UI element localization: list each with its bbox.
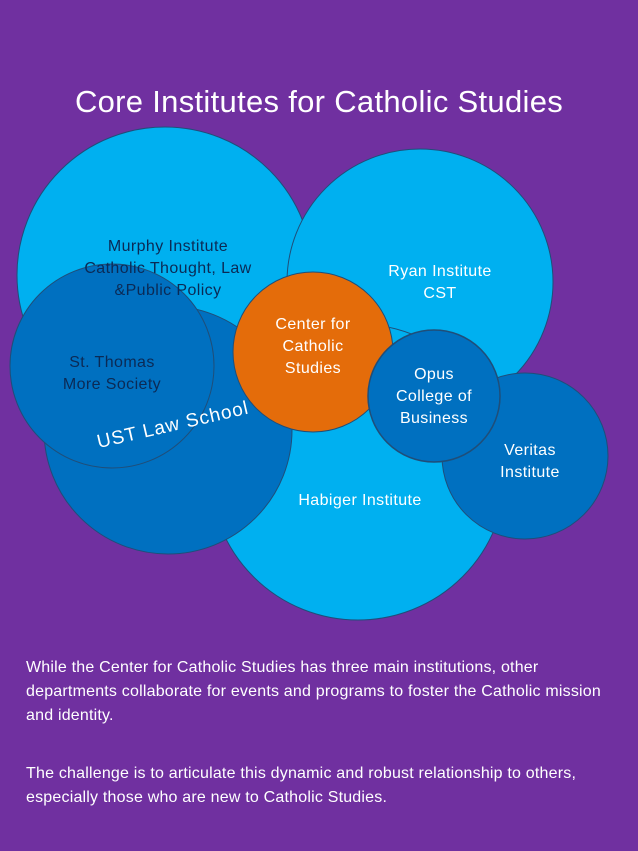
murphy-institute-label: Murphy Institute Catholic Thought, Law &… (84, 238, 252, 299)
st-thomas-more-circle (9, 263, 215, 469)
center-catholic-studies-label: Center for Catholic Studies (275, 316, 351, 377)
ryan-institute-label: Ryan Institute CST (388, 263, 492, 302)
st-thomas-more-label: St. Thomas More Society (62, 354, 162, 393)
habiger-institute-label: Habiger Institute (298, 492, 422, 509)
description-paragraph-1: While the Center for Catholic Studies ha… (26, 659, 601, 724)
description-paragraph-2: The challenge is to articulate this dyna… (26, 765, 577, 806)
veritas-institute-label: Veritas Institute (500, 442, 560, 481)
opus-college-label: Opus College of Business (395, 366, 473, 427)
page-title: Core Institutes for Catholic Studies (74, 84, 564, 119)
opus-college-circle (367, 329, 501, 463)
